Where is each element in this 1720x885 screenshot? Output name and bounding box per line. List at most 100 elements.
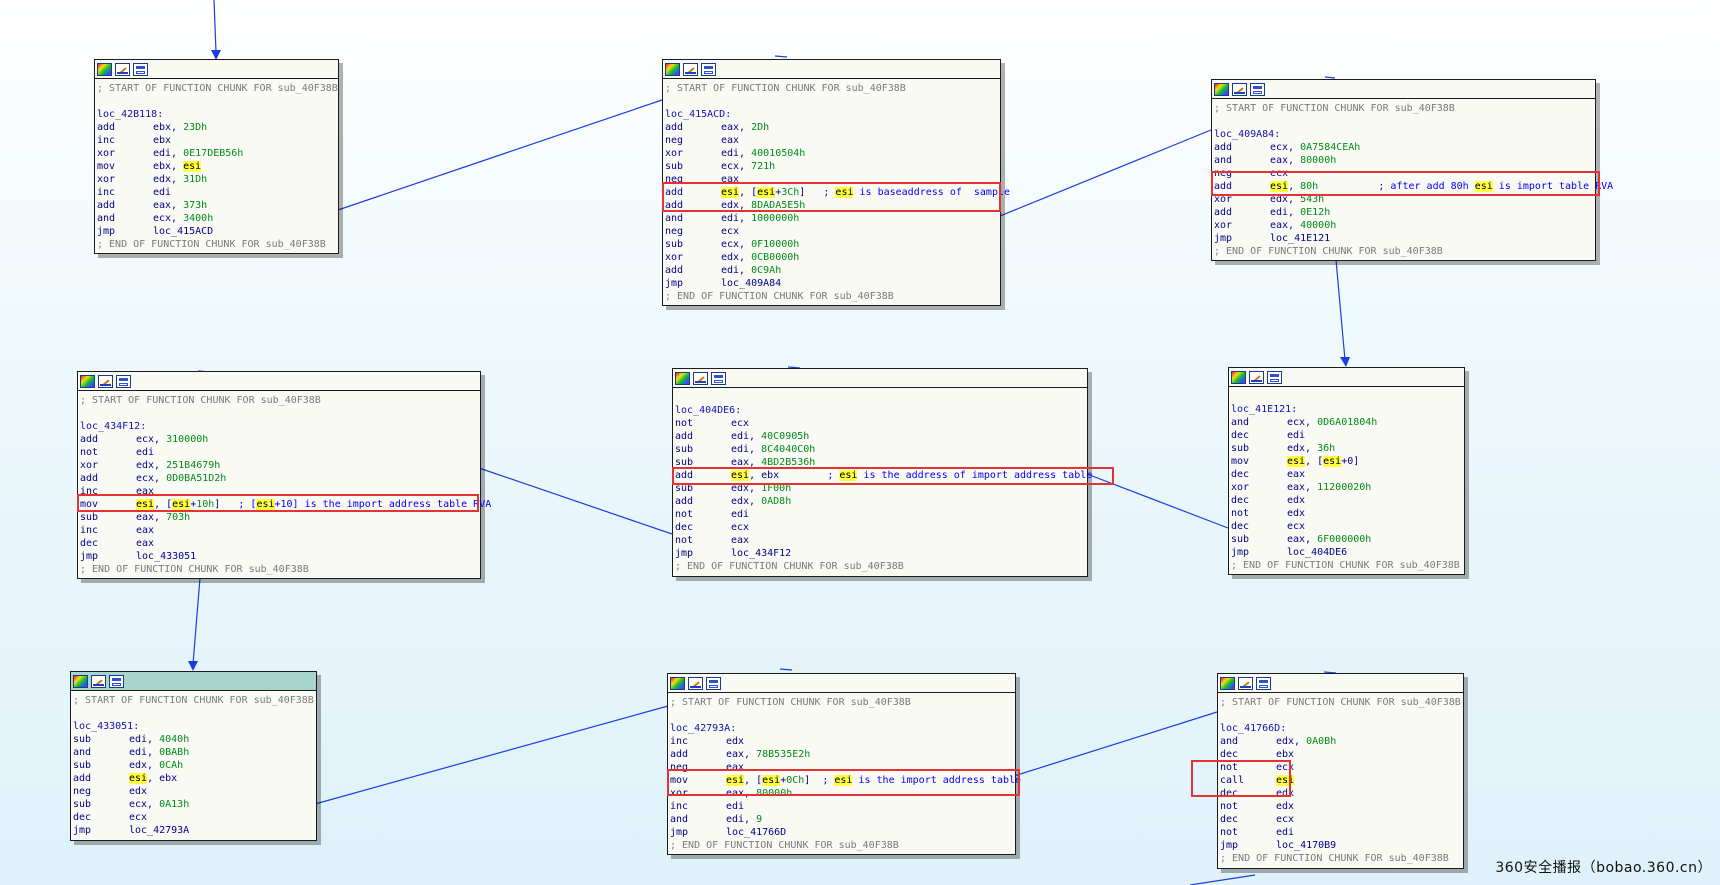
code-label[interactable]: loc_42B118: [97,109,164,120]
group-nodes-icon[interactable] [1267,370,1282,384]
highlighted-register[interactable]: esi [731,470,750,481]
edit-node-icon[interactable] [683,62,698,76]
highlighted-register[interactable]: esi [1323,456,1342,467]
highlighted-register[interactable]: esi [1287,456,1306,467]
mnemonic: jmp [1214,233,1233,244]
node-titlebar [78,372,480,391]
operand: ebx, [153,161,184,172]
color-palette-icon[interactable] [1220,676,1235,690]
group-nodes-icon[interactable] [116,374,131,388]
highlighted-register[interactable]: esi [721,187,740,198]
code-label[interactable]: loc_415ACD: [665,109,732,120]
immediate-value: 251B4679h [166,460,221,471]
code-block-loc-42B118[interactable]: ; START OF FUNCTION CHUNK FOR sub_40F38B… [94,59,339,254]
immediate-value: 4BD2B536h [761,457,816,468]
color-palette-icon[interactable] [670,676,685,690]
mnemonic: jmp [1220,840,1239,851]
code-block-loc-409A84[interactable]: ; START OF FUNCTION CHUNK FOR sub_40F38B… [1211,79,1613,261]
code-block-loc-433051[interactable]: ; START OF FUNCTION CHUNK FOR sub_40F38B… [70,671,317,841]
group-nodes-icon[interactable] [711,371,726,385]
highlighted-register[interactable]: esi [726,775,745,786]
color-palette-icon[interactable] [1214,82,1229,96]
code-label[interactable]: loc_42793A: [670,723,737,734]
group-nodes-icon[interactable] [706,676,721,690]
edge-stub [1324,76,1336,79]
edit-node-icon[interactable] [91,674,106,688]
group-nodes-icon[interactable] [1250,82,1265,96]
mnemonic: dec [1220,814,1239,825]
edge-stub [787,366,801,369]
mnemonic: dec [73,812,92,823]
edit-node-icon[interactable] [1232,82,1247,96]
immediate-value: 0F10000h [751,239,800,250]
highlighted-register[interactable]: esi [256,499,275,510]
code-label[interactable]: loc_434F12: [80,421,147,432]
edit-node-icon[interactable] [688,676,703,690]
code-label[interactable]: loc_41766D: [1220,723,1287,734]
mnemonic: add [1214,207,1233,218]
edit-node-icon[interactable] [693,371,708,385]
code-block-loc-41766D[interactable]: ; START OF FUNCTION CHUNK FOR sub_40F38B… [1217,673,1464,869]
code-block-loc-42793A[interactable]: ; START OF FUNCTION CHUNK FOR sub_40F38B… [667,673,1021,855]
edit-node-icon[interactable] [98,374,113,388]
highlighted-register[interactable]: esi [1474,181,1493,192]
highlighted-register[interactable]: esi [1270,181,1289,192]
annotation-box-import-table-rva [1211,171,1600,196]
color-palette-icon[interactable] [97,62,112,76]
code-label[interactable]: loc_404DE6: [675,405,742,416]
immediate-value: 11200020h [1317,482,1372,493]
inline-comment: ; after add 80h [1378,181,1475,192]
edge-stub [779,668,793,671]
color-palette-icon[interactable] [73,674,88,688]
immediate-value: 0A0Bh [1306,736,1337,747]
mnemonic: add [665,265,684,276]
edit-node-icon[interactable] [1238,676,1253,690]
code-label[interactable]: loc_41E121: [1231,404,1298,415]
graph-edges [188,0,1350,885]
highlighted-register[interactable]: esi [1276,775,1295,786]
immediate-value: 0Ch [786,775,805,786]
highlighted-register[interactable]: esi [136,499,155,510]
group-nodes-icon[interactable] [109,674,124,688]
color-palette-icon[interactable] [80,374,95,388]
color-palette-icon[interactable] [1231,370,1246,384]
highlighted-register[interactable]: esi [835,187,854,198]
highlighted-register[interactable]: esi [757,187,776,198]
highlighted-register[interactable]: esi [129,773,148,784]
color-palette-icon[interactable] [675,371,690,385]
group-nodes-icon[interactable] [133,62,148,76]
node-titlebar [95,60,338,79]
color-palette-icon[interactable] [665,62,680,76]
highlighted-register[interactable]: esi [183,161,202,172]
mnemonic: neg [73,786,92,797]
inline-comment: is import table RVA [1492,181,1614,192]
highlighted-register[interactable]: esi [834,775,853,786]
immediate-value: 9 [756,814,763,825]
group-nodes-icon[interactable] [701,62,716,76]
mnemonic: jmp [97,226,116,237]
highlighted-register[interactable]: esi [762,775,781,786]
highlighted-register[interactable]: esi [839,470,858,481]
code-block-loc-434F12[interactable]: ; START OF FUNCTION CHUNK FOR sub_40F38B… [77,371,491,579]
code-label[interactable]: loc_433051: [73,721,140,732]
highlighted-register[interactable]: esi [172,499,191,510]
edit-node-icon[interactable] [1249,370,1264,384]
group-nodes-icon[interactable] [1256,676,1271,690]
mnemonic: sub [73,799,92,810]
code-label[interactable]: loc_409A84: [1214,129,1281,140]
operand: edi [136,447,155,458]
mnemonic: xor [97,148,116,159]
edit-node-icon[interactable] [115,62,130,76]
